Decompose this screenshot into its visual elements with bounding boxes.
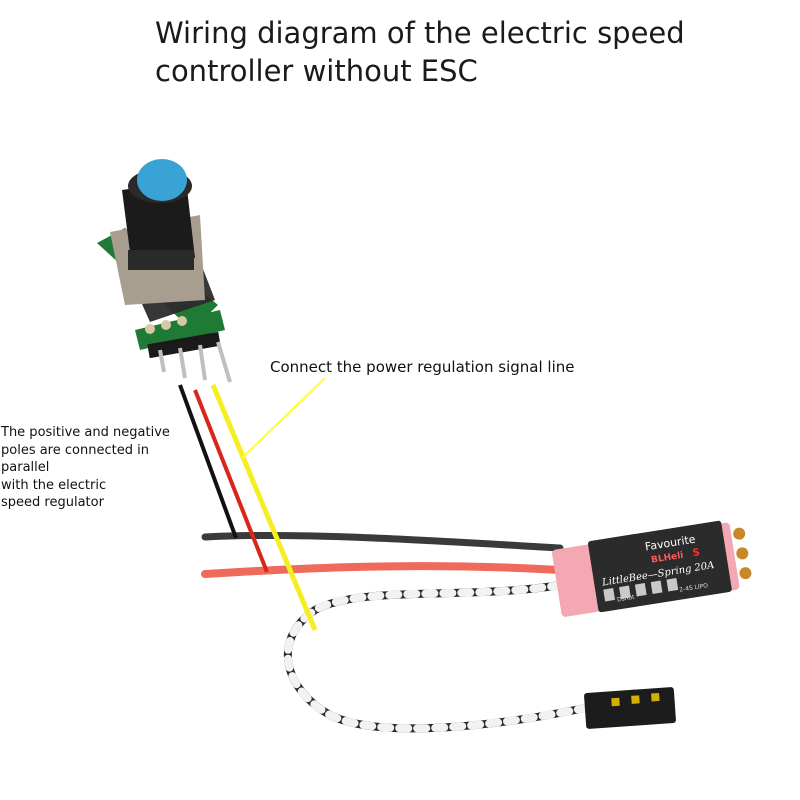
- poles-line-4: speed regulator: [1, 495, 104, 510]
- esc-board: Favourite BLHeli S LittleBee—Spring 20A …: [552, 520, 752, 617]
- title-line-1: Wiring diagram of the electric speed: [155, 16, 685, 50]
- servo-connector: [584, 687, 676, 729]
- potentiometer-module: [97, 159, 232, 383]
- esc-firmware-suffix: S: [692, 547, 701, 559]
- module-lead-wires: [178, 384, 318, 631]
- poles-line-1: The positive and negative: [1, 425, 170, 440]
- esc-sub1: Dshot: [617, 594, 636, 604]
- esc-wires: [201, 531, 564, 578]
- diagram-title: Wiring diagram of the electric speed con…: [155, 14, 755, 90]
- esc-sub2: 2-4S LIPO: [679, 582, 709, 593]
- title-line-2: controller without ESC: [155, 54, 478, 88]
- signal-line-label: Connect the power regulation signal line: [270, 358, 575, 376]
- poles-line-2: poles are connected in parallel: [1, 442, 149, 476]
- poles-label: The positive and negative poles are conn…: [1, 424, 201, 512]
- poles-line-3: with the electric: [1, 477, 107, 493]
- signal-pointer-line: [241, 377, 326, 459]
- servo-cable: [283, 581, 604, 733]
